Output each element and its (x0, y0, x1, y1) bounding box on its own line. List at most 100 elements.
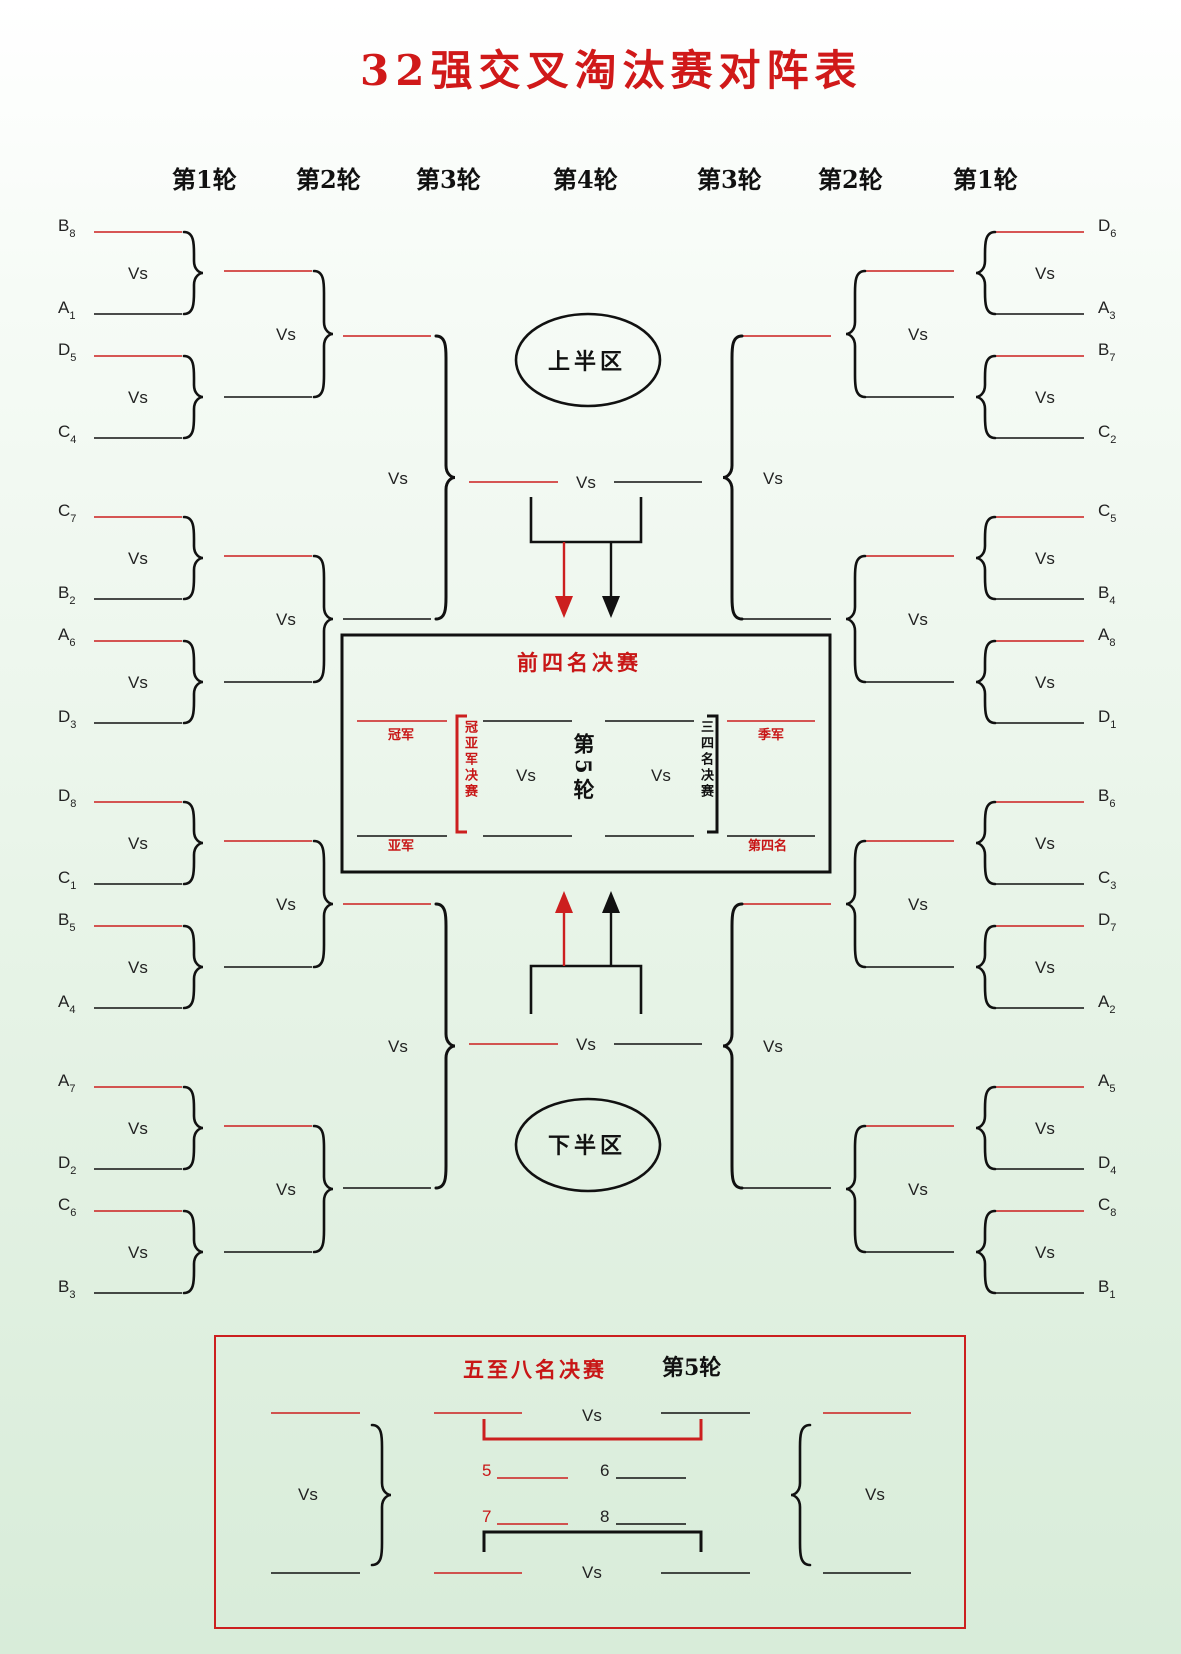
seed-label: A7 (58, 1071, 76, 1096)
bracket-brace (790, 1423, 812, 1567)
third-place-vs: Vs (651, 766, 671, 785)
runner-up-label: 亚军 (388, 839, 415, 854)
final-vs: Vs (516, 766, 536, 785)
bracket-brace (975, 515, 997, 601)
seed-label: B4 (1098, 583, 1116, 608)
bracket-brace (975, 1209, 997, 1295)
place-7-number: 7 (482, 1507, 492, 1526)
round1-vs: Vs (128, 834, 148, 853)
third-match-label: 三四名决赛 (698, 720, 713, 800)
round1-vs: Vs (128, 388, 148, 407)
round3-vs: Vs (388, 1037, 408, 1056)
round-header-r3: 第3轮 (697, 165, 762, 194)
round2-vs: Vs (908, 610, 928, 629)
bracket-brace (975, 1085, 997, 1171)
seed-label: D3 (58, 707, 77, 732)
round-header-l3: 第3轮 (416, 165, 481, 194)
seed-label: C2 (1098, 422, 1117, 447)
bracket-brace (975, 639, 997, 725)
round5-center-label: 第5轮 (571, 733, 596, 805)
round2-vs: Vs (276, 1180, 296, 1199)
seed-label: A8 (1098, 625, 1116, 650)
seed-label: C8 (1098, 1195, 1117, 1220)
seed-label: B6 (1098, 786, 1116, 811)
bracket-brace (182, 354, 204, 440)
seed-label: C1 (58, 868, 77, 893)
seed-label: D1 (1098, 707, 1117, 732)
round1-vs: Vs (1035, 1119, 1055, 1138)
seed-label: B8 (58, 216, 76, 241)
arrow-head (602, 891, 620, 913)
places-5-8-round: 第5轮 (662, 1355, 722, 1381)
round1-vs: Vs (1035, 549, 1055, 568)
round1-vs: Vs (1035, 264, 1055, 283)
bracket-brace (975, 230, 997, 316)
round1-vs: Vs (128, 549, 148, 568)
bracket-brace (845, 1124, 867, 1254)
round3-vs: Vs (388, 468, 408, 488)
round4-lower-vs: Vs (576, 1035, 596, 1054)
round2-vs: Vs (276, 325, 296, 344)
bracket-brace (722, 902, 744, 1190)
bracket-brace (182, 800, 204, 886)
round-header-r2: 第2轮 (818, 165, 883, 194)
round-header-r1: 第1轮 (953, 165, 1018, 194)
places-5-8-box (214, 1335, 966, 1629)
bracket-brace (182, 639, 204, 725)
round1-vs: Vs (1035, 1243, 1055, 1262)
round2-vs: Vs (908, 325, 928, 344)
lower-connector (529, 964, 643, 1014)
round1-vs: Vs (1035, 958, 1055, 977)
third-place-label: 季军 (758, 728, 785, 743)
final-four-box (340, 633, 832, 874)
seed-label: B1 (1098, 1277, 1116, 1302)
bracket-brace (312, 1124, 334, 1254)
round1-vs: Vs (128, 1243, 148, 1262)
final-match-label: 冠亚军决赛 (462, 720, 477, 800)
arrow-head (555, 891, 573, 913)
arrow-head (555, 596, 573, 618)
bracket-brace (845, 554, 867, 684)
round2-vs: Vs (908, 895, 928, 914)
seed-label: A3 (1098, 298, 1116, 323)
places-7-8-bracket (482, 1530, 703, 1552)
round-header-l1: 第1轮 (172, 165, 237, 194)
bracket-brace (975, 800, 997, 886)
page-title: 32强交叉淘汰赛对阵表 (360, 46, 863, 95)
seed-label: A4 (58, 992, 76, 1017)
seed-label: D7 (1098, 910, 1117, 935)
bracket-brace (975, 354, 997, 440)
seed-label: D5 (58, 340, 77, 365)
place-6-number: 6 (600, 1461, 610, 1480)
seed-label: B2 (58, 583, 76, 608)
round1-vs: Vs (128, 673, 148, 692)
round1-vs: Vs (128, 958, 148, 977)
seed-label: A6 (58, 625, 76, 650)
round1-vs: Vs (128, 264, 148, 283)
upper-half-label: 上半区 (548, 349, 627, 375)
upper-half-ellipse (514, 312, 662, 408)
bracket-brace (312, 839, 334, 969)
round1-vs: Vs (1035, 388, 1055, 407)
round1-vs: Vs (128, 1119, 148, 1138)
seed-label: D2 (58, 1153, 77, 1178)
bracket-brace (370, 1423, 392, 1567)
bracket-brace (182, 1209, 204, 1295)
arrow-head (602, 596, 620, 618)
seed-label: A2 (1098, 992, 1116, 1017)
seed-label: D8 (58, 786, 77, 811)
round-header-4: 第4轮 (553, 165, 618, 194)
seed-label: B5 (58, 910, 76, 935)
place-8-number: 8 (600, 1507, 610, 1526)
round1-vs: Vs (1035, 673, 1055, 692)
fourth-place-label: 第四名 (748, 839, 788, 854)
bracket-brace (182, 515, 204, 601)
round3-vs: Vs (763, 468, 783, 488)
seed-label: B7 (1098, 340, 1116, 365)
bracket-brace (182, 1085, 204, 1171)
bracket-brace (845, 269, 867, 399)
bracket-brace (434, 902, 456, 1190)
place-5-number: 5 (482, 1461, 492, 1480)
